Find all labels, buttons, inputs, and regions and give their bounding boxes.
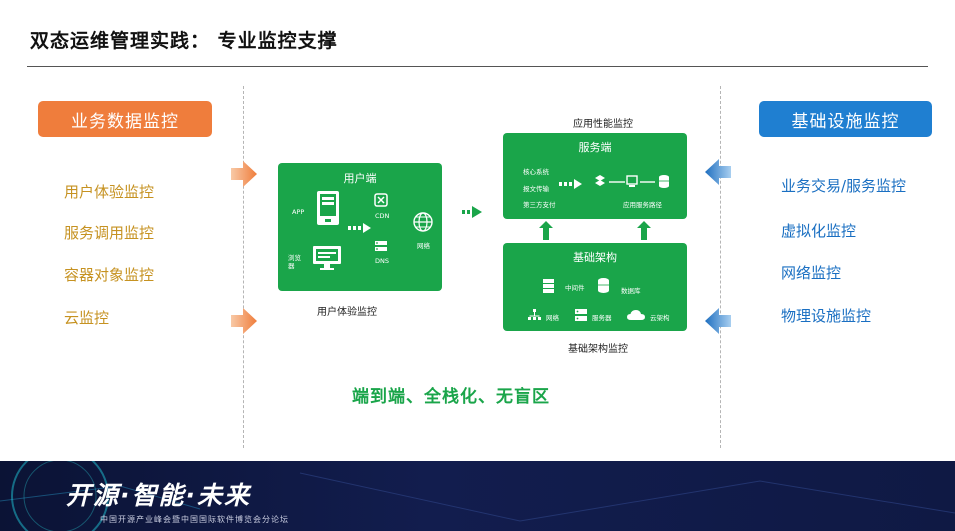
network-topology-icon (528, 309, 541, 320)
app-label: APP (292, 208, 305, 216)
green-dashed-arrow-icon (462, 206, 482, 218)
right-item-transaction: 业务交易/服务监控 (781, 177, 907, 195)
server-rack-icon (575, 309, 587, 321)
globe-icon (413, 212, 433, 232)
dashed-arrow-icon (559, 179, 582, 189)
orange-arrow-icon (231, 308, 257, 334)
database-icon (598, 278, 609, 293)
page-title: 双态运维管理实践： 专业监控支撑 (30, 30, 338, 52)
user-end-box: 用户端 APP 浏览 器 CDN DNS 网络 (278, 163, 442, 291)
service-box-title: 服务端 (578, 141, 612, 154)
user-box-title: 用户端 (343, 172, 377, 185)
blue-arrow-icon (705, 308, 731, 334)
footer-logo: 开源·智能·未来 (66, 481, 251, 510)
business-monitoring-header: 业务数据监控 (38, 101, 212, 137)
cdn-icon (374, 193, 388, 207)
cloud-icon (627, 310, 645, 320)
infra-box-title: 基础架构 (573, 251, 617, 264)
blue-arrow-icon (705, 159, 731, 185)
apm-caption: 应用性能监控 (573, 119, 633, 130)
right-divider (720, 86, 721, 448)
right-item-network: 网络监控 (781, 264, 842, 282)
database-label: 数据库 (621, 287, 641, 295)
right-item-virtualization: 虚拟化监控 (781, 222, 857, 240)
cloud-architecture-label: 云架构 (650, 314, 670, 322)
dns-label: DNS (375, 257, 389, 265)
orange-arrow-icon (231, 161, 257, 187)
service-end-box: 服务端 核心系统 报文传输 第三方支付 应用服务路径 (503, 133, 687, 219)
middleware-icon (543, 279, 554, 293)
right-item-physical: 物理设施监控 (781, 307, 872, 325)
cdn-label: CDN (375, 212, 390, 220)
up-arrow-icon (637, 221, 651, 240)
left-divider (243, 86, 244, 448)
monitor-icon (313, 246, 341, 270)
footer-subtitle: 中国开源产业峰会暨中国国际软件博览会分论坛 (100, 515, 289, 524)
service-path-icon (595, 175, 669, 188)
server-label: 服务器 (592, 314, 612, 322)
third-party-label: 第三方支付 (523, 201, 556, 209)
infrastructure-box: 基础架构 中间件 数据库 网络 服务器 云架构 (503, 243, 687, 331)
left-item-cloud: 云监控 (64, 309, 110, 327)
infrastructure-monitoring-header: 基础设施监控 (759, 101, 932, 137)
server-icon (317, 191, 339, 225)
app-service-path-label: 应用服务路径 (623, 201, 662, 209)
infra-monitoring-caption: 基础架构监控 (568, 344, 628, 355)
footer-decoration (0, 461, 955, 531)
user-experience-caption: 用户体验监控 (317, 307, 377, 318)
middleware-label: 中间件 (565, 284, 585, 292)
footer-banner (0, 461, 955, 531)
network-label: 网络 (417, 242, 430, 250)
left-item-user-experience: 用户体验监控 (64, 183, 155, 201)
infra-network-label: 网络 (546, 314, 559, 322)
message-label: 报文传输 (523, 185, 549, 193)
dns-icon (375, 241, 387, 251)
dashed-arrow-icon (348, 223, 371, 233)
slogan: 端到端、全栈化、无盲区 (352, 387, 550, 407)
left-item-container: 容器对象监控 (64, 266, 155, 284)
browser-label: 浏览 器 (288, 254, 301, 270)
title-divider (27, 66, 928, 67)
left-item-service-call: 服务调用监控 (64, 224, 155, 242)
up-arrow-icon (539, 221, 553, 240)
core-system-label: 核心系统 (523, 168, 549, 176)
